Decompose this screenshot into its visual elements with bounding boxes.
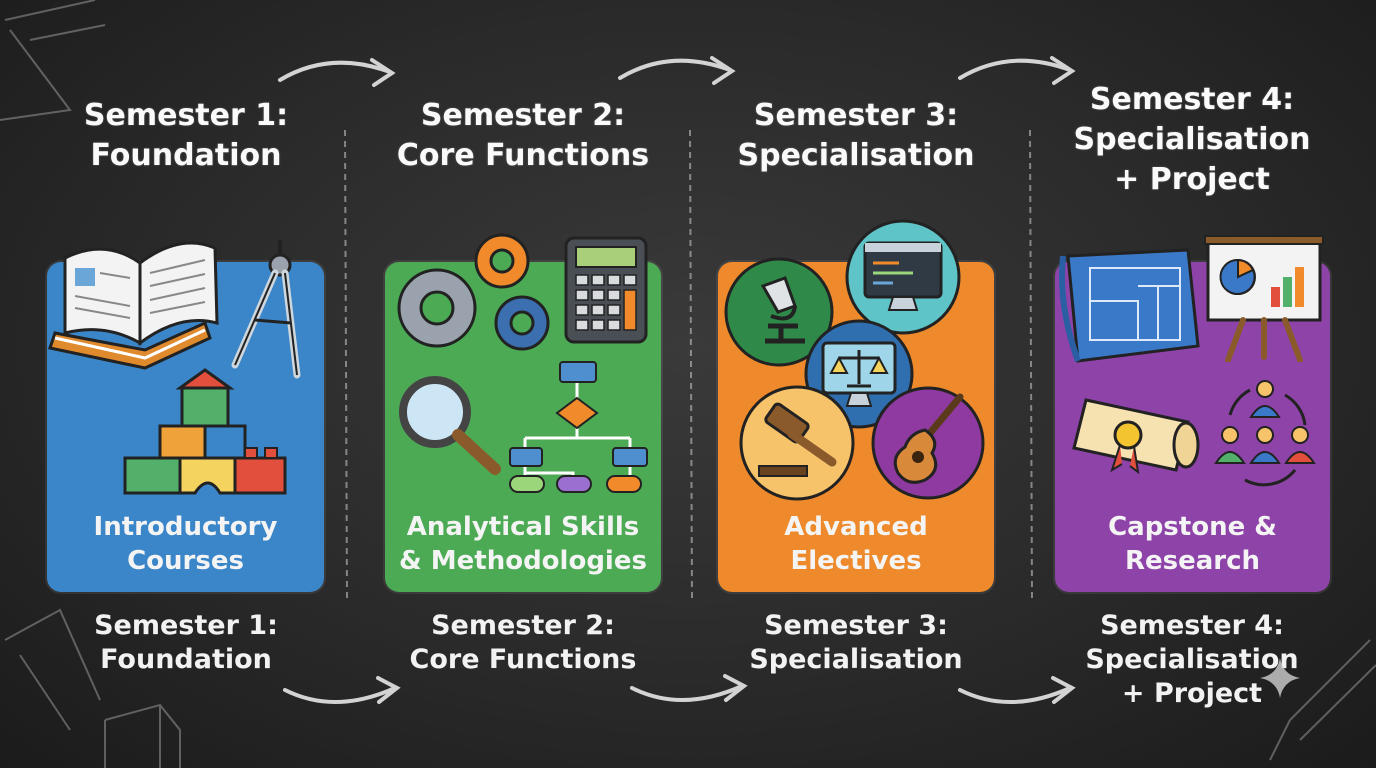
semester-1-card-label: Introductory Courses	[93, 512, 278, 576]
building-blocks-icon	[123, 368, 287, 495]
semester-4-subheading: Semester 4: Specialisation + Project	[1085, 610, 1299, 709]
flowchart-icon	[509, 361, 648, 493]
team-icon	[1214, 380, 1316, 487]
diploma-scroll-icon	[1072, 398, 1200, 475]
semester-4-heading: Semester 4: Specialisation + Project	[1073, 82, 1311, 197]
gavel-icon	[739, 385, 855, 501]
drafting-compass-icon	[231, 240, 301, 379]
semester-3-card-label: Advanced Electives	[784, 512, 928, 576]
semester-4-card-label: Capstone & Research	[1108, 512, 1277, 576]
semester-2-subheading: Semester 2: Core Functions	[409, 610, 637, 675]
magnifier-icon	[399, 376, 501, 475]
guitar-icon	[871, 386, 985, 500]
open-book-icon	[48, 241, 219, 370]
gears-icon	[397, 233, 550, 351]
microscope-icon	[724, 257, 834, 367]
sparkle-icon	[1260, 658, 1300, 698]
semester-3-heading: Semester 3: Specialisation	[737, 98, 975, 173]
calculator-icon	[564, 236, 648, 344]
semester-1-subheading: Semester 1: Foundation	[94, 610, 278, 675]
presentation-easel-icon	[1204, 235, 1324, 362]
semester-2-heading: Semester 2: Core Functions	[396, 98, 650, 173]
semester-1-heading: Semester 1: Foundation	[83, 98, 289, 173]
semester-3-subheading: Semester 3: Specialisation	[749, 610, 963, 675]
semester-2-card-label: Analytical Skills & Methodologies	[399, 512, 647, 576]
blueprint-icon	[1059, 248, 1200, 363]
code-monitor-icon	[845, 219, 961, 335]
